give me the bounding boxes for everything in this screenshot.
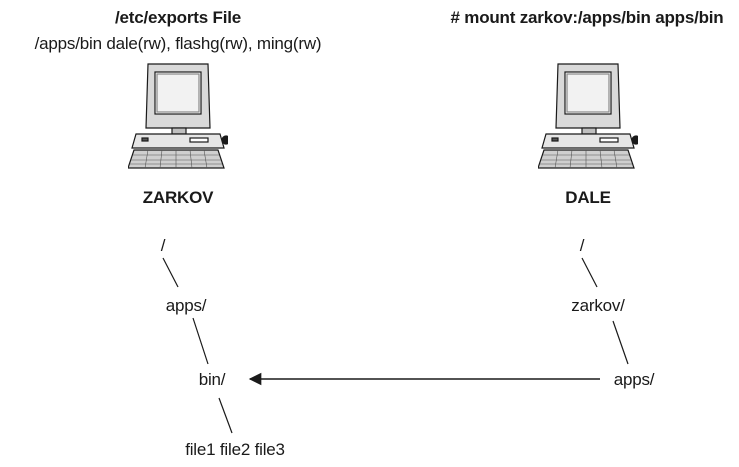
- tree-line-bin-to-files: [218, 397, 233, 434]
- host-label-zarkov: ZARKOV: [142, 188, 214, 207]
- tree-node-root: /: [579, 236, 585, 255]
- desktop-computer-icon: [538, 63, 638, 169]
- tree-node-apps: apps/: [613, 370, 655, 389]
- desktop-computer-icon: [128, 63, 228, 169]
- tree-node-bin: bin/: [198, 370, 226, 389]
- tree-line-zarkov-to-apps: [612, 320, 629, 365]
- tree-node-root: /: [160, 236, 166, 255]
- tree-node-files: file1 file2 file3: [185, 440, 285, 459]
- tree-node-zarkov: zarkov/: [571, 296, 625, 315]
- mount-command-heading: # mount zarkov:/apps/bin apps/bin: [450, 8, 724, 27]
- tree-line-apps-to-bin: [192, 317, 209, 365]
- tree-line-root-to-zarkov: [581, 257, 598, 288]
- exports-file-entry: /apps/bin dale(rw), flashg(rw), ming(rw): [34, 34, 322, 53]
- host-label-dale: DALE: [565, 188, 611, 207]
- tree-line-root-to-apps: [162, 257, 179, 288]
- exports-file-heading: /etc/exports File: [114, 8, 242, 27]
- tree-node-apps: apps/: [165, 296, 207, 315]
